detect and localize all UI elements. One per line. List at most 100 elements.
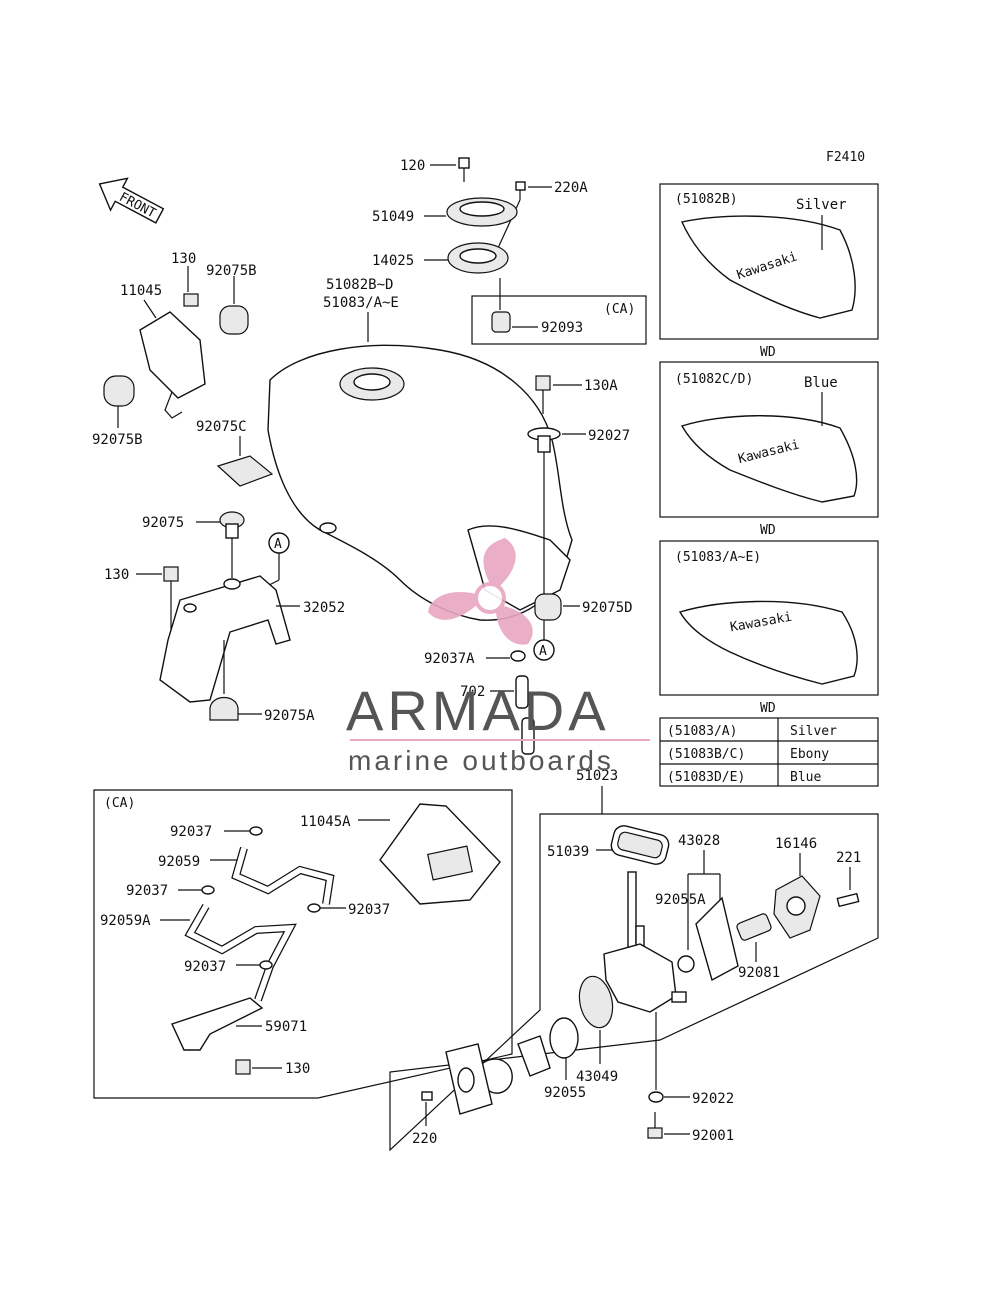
label-92075: 92075 <box>142 515 184 531</box>
label-92075C: 92075C <box>196 419 247 435</box>
label-92037A: 92037A <box>424 651 475 667</box>
ca-label-top: (CA) <box>604 302 635 317</box>
ca-label-bottom: (CA) <box>104 796 135 811</box>
drain-fitting-92093-icon <box>491 311 511 333</box>
svg-text:Ebony: Ebony <box>790 747 829 762</box>
figure-code: F2410 <box>826 150 865 165</box>
svg-text:Blue: Blue <box>790 770 821 785</box>
spring-92081-icon <box>736 913 772 941</box>
oring-92055A-icon <box>677 955 695 973</box>
lever-plate-43028-icon <box>695 896 739 982</box>
cap-bolt-icon <box>458 157 470 182</box>
ca-box-92093 <box>471 295 647 345</box>
label-220: 220 <box>412 1131 437 1147</box>
armada-logo-icon <box>428 538 533 645</box>
variant-box-3: (51083/A~E) Kawasaki <box>659 540 879 696</box>
clip-92037-3-icon <box>307 903 321 913</box>
label-130-bottom: 130 <box>285 1061 310 1077</box>
rubber-damper-92075B-left-icon <box>103 375 135 407</box>
svg-text:Blue: Blue <box>804 375 838 391</box>
callout-a-top-label: A <box>274 537 282 552</box>
label-92059: 92059 <box>158 854 200 870</box>
hose-92059-icon <box>231 846 335 905</box>
label-92081: 92081 <box>738 965 780 981</box>
svg-text:(51082C/D): (51082C/D) <box>675 372 753 387</box>
label-120: 120 <box>400 158 425 174</box>
svg-text:(51082B): (51082B) <box>675 192 738 207</box>
clip-92037-4-icon <box>259 960 273 970</box>
label-92075B-top: 92075B <box>206 263 257 279</box>
svg-text:(51083/A~E): (51083/A~E) <box>675 550 761 565</box>
canister-bracket-11045A-icon <box>379 803 501 905</box>
pad-92075C-icon <box>216 455 274 487</box>
svg-text:(51083D/E): (51083D/E) <box>667 770 745 785</box>
screw-220A-icon <box>515 181 526 200</box>
label-92055A: 92055A <box>655 892 706 908</box>
variant-box-1: (51082B) Silver Kawasaki <box>659 183 879 340</box>
gasket-plate-icon <box>445 1035 551 1115</box>
label-92037-4: 92037 <box>184 959 226 975</box>
label-130A: 130A <box>584 378 618 394</box>
cap-gasket-icon <box>447 242 509 274</box>
callout-a-right-label: A <box>539 644 547 659</box>
clip-92037-1-icon <box>249 826 263 836</box>
bolt-130-bottom-icon <box>235 1059 251 1075</box>
label-92055: 92055 <box>544 1085 586 1101</box>
svg-text:(51083/A): (51083/A) <box>667 724 737 739</box>
bracket-32052-icon <box>159 575 291 703</box>
label-92059A: 92059A <box>100 913 151 929</box>
callout-a-right <box>533 639 555 661</box>
label-92075B-left: 92075B <box>92 432 143 448</box>
svg-text:Silver: Silver <box>790 724 837 739</box>
front-direction-icon: FRONT <box>98 177 165 224</box>
label-43028: 43028 <box>678 833 720 849</box>
label-tank-51082: 51082B~D <box>326 277 393 293</box>
label-92037-2: 92037 <box>126 883 168 899</box>
cover-16146-icon <box>773 875 821 939</box>
label-11045: 11045 <box>120 283 162 299</box>
label-130-left: 130 <box>104 567 129 583</box>
hose-702-icon <box>515 675 535 755</box>
variant-box-2: (51082C/D) Blue Kawasaki <box>659 361 879 518</box>
label-51049: 51049 <box>372 209 414 225</box>
label-92001: 92001 <box>692 1128 734 1144</box>
label-92075D: 92075D <box>582 600 633 616</box>
label-92075A: 92075A <box>264 708 315 724</box>
label-16146: 16146 <box>775 836 817 852</box>
hose-92059A-icon <box>184 904 297 1002</box>
region-wd-2: WD <box>760 523 776 538</box>
label-92022: 92022 <box>692 1091 734 1107</box>
label-59071: 59071 <box>265 1019 307 1035</box>
label-14025: 14025 <box>372 253 414 269</box>
bolt-130-left-icon <box>163 566 179 582</box>
screw-221-icon <box>836 892 860 908</box>
label-43049: 43049 <box>576 1069 618 1085</box>
bracket-59071-icon <box>171 997 264 1051</box>
clip-92037-2-icon <box>201 885 215 895</box>
watermark-title: ARMADA <box>346 679 610 742</box>
fuel-cock-valve-icon <box>603 871 687 1013</box>
label-51023: 51023 <box>576 768 618 784</box>
diaphragm-43049-icon <box>578 975 614 1029</box>
svg-text:(51083B/C): (51083B/C) <box>667 747 745 762</box>
collar-92027-icon <box>527 427 561 453</box>
bolt-130-icon <box>183 293 199 307</box>
washer-92022-icon <box>648 1091 664 1103</box>
region-wd-3: WD <box>760 701 776 716</box>
filter-51039-icon <box>610 825 670 865</box>
svg-text:Silver: Silver <box>796 197 847 213</box>
fuel-cap-icon <box>446 197 518 227</box>
clip-92037A-icon <box>510 650 526 662</box>
label-51039: 51039 <box>547 844 589 860</box>
watermark-subtitle: marine outboards <box>348 745 614 776</box>
oring-92055-icon <box>549 1017 579 1059</box>
bolt-92001-icon <box>647 1112 663 1139</box>
rubber-damper-92075B-top-icon <box>219 305 249 335</box>
label-702: 702 <box>460 684 485 700</box>
ca-box-evap <box>93 789 513 1099</box>
color-table: (51083/A) Silver (51083B/C) Ebony (51083… <box>659 717 879 787</box>
label-92037-1: 92037 <box>170 824 212 840</box>
label-92093: 92093 <box>541 320 583 336</box>
